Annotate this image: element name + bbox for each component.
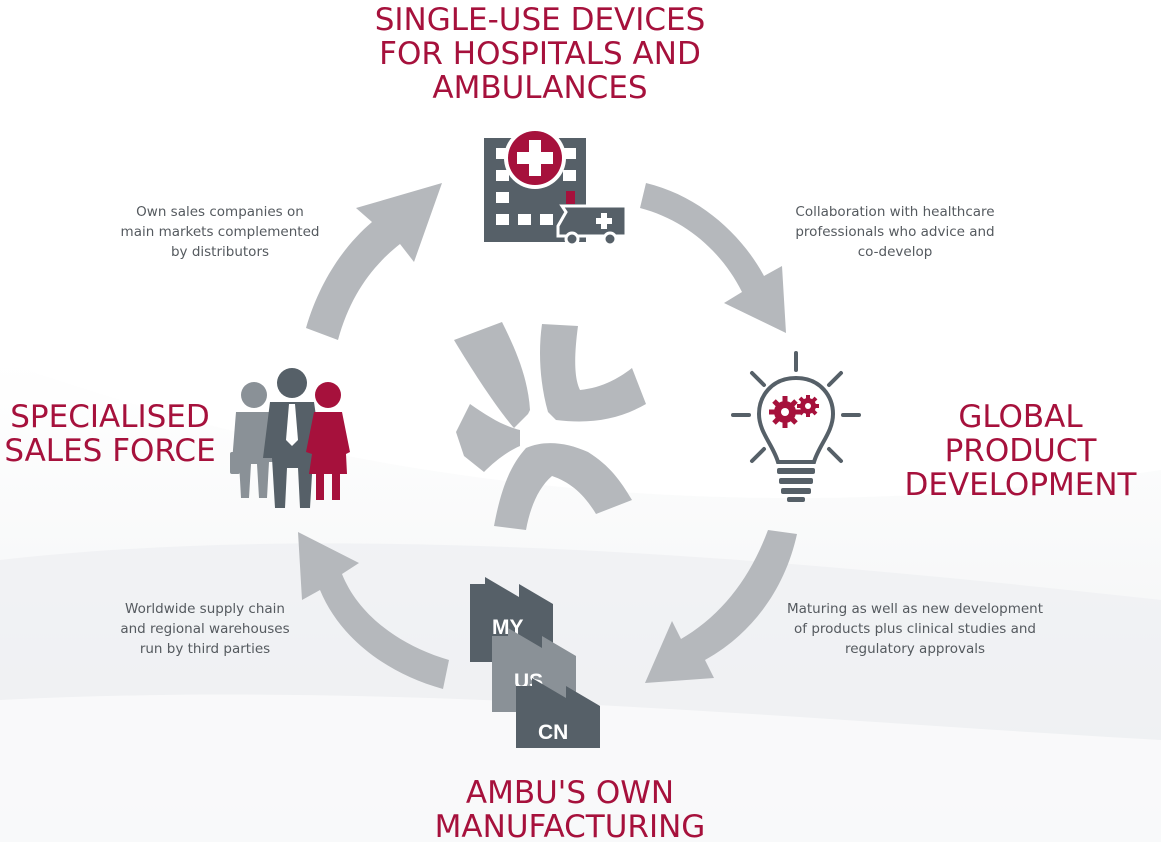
lightbulb-gears-icon bbox=[731, 351, 861, 502]
heading-own-manufacturing: AMBU'S OWN MANUFACTURING bbox=[434, 775, 706, 845]
person-center bbox=[263, 368, 322, 508]
person-right bbox=[306, 382, 350, 500]
caption-collaboration: Collaboration with healthcare profession… bbox=[795, 204, 995, 260]
sales-team-people-icon bbox=[230, 368, 350, 508]
arrow-left-to-top bbox=[306, 183, 442, 340]
heading-single-use-devices: SINGLE-USE DEVICES FOR HOSPITALS AND AMB… bbox=[374, 2, 706, 106]
arrow-right-to-bottom bbox=[645, 530, 797, 683]
person-left bbox=[230, 382, 276, 498]
caption-development: Maturing as well as new development of p… bbox=[786, 601, 1044, 657]
gear-icon bbox=[769, 395, 819, 428]
caption-sales-companies: Own sales companies on main markets comp… bbox=[120, 204, 320, 260]
heading-global-product-development: GLOBAL PRODUCT DEVELOPMENT bbox=[904, 399, 1137, 503]
heading-specialised-sales-force: SPECIALISED SALES FORCE bbox=[4, 399, 216, 469]
ambu-logo-icon bbox=[454, 322, 646, 530]
arrow-bottom-to-left bbox=[298, 532, 449, 689]
cycle-arrows bbox=[298, 183, 797, 689]
svg-text:CN: CN bbox=[538, 721, 568, 744]
arrow-top-to-right bbox=[640, 183, 786, 333]
factories-icon: MY US CN bbox=[470, 577, 600, 748]
caption-supply-chain: Worldwide supply chain and regional ware… bbox=[120, 601, 290, 657]
hospital-ambulance-icon bbox=[484, 127, 628, 247]
factory-cn: CN bbox=[516, 678, 600, 748]
factory-my: MY bbox=[470, 577, 553, 662]
